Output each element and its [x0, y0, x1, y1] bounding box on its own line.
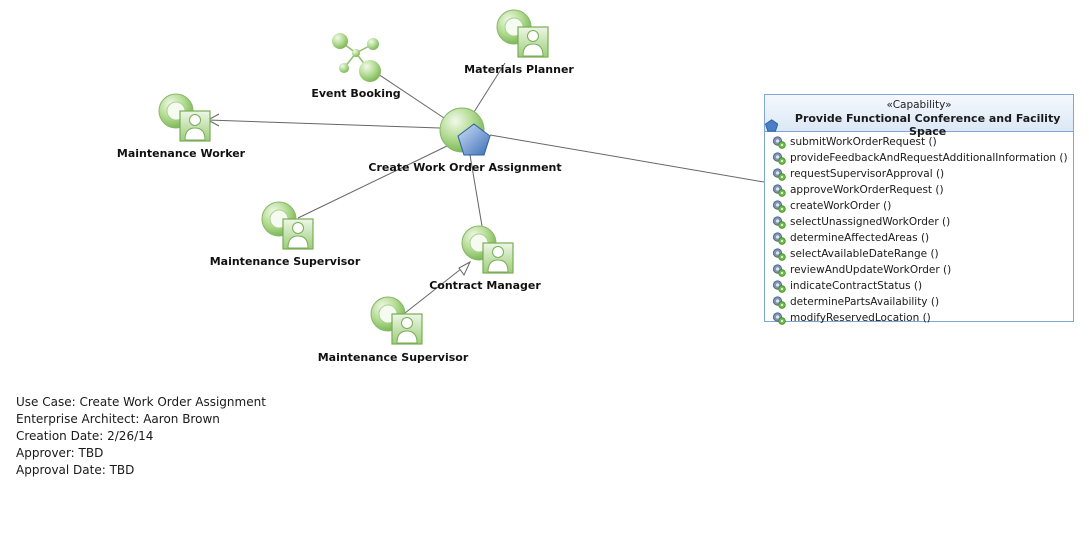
- contract-manager-icon: [461, 225, 514, 274]
- operation-item[interactable]: provideFeedbackAndRequestAdditionalInfor…: [772, 150, 1073, 166]
- operation-label: selectUnassignedWorkOrder (): [790, 216, 951, 228]
- operation-gear-icon: [772, 183, 786, 197]
- pentagon-icon: [457, 123, 491, 156]
- operation-item[interactable]: submitWorkOrderRequest (): [772, 134, 1073, 150]
- operation-label: indicateContractStatus (): [790, 280, 923, 292]
- edge-contract-manager: [469, 154, 483, 227]
- operation-label: determineAffectedAreas (): [790, 232, 930, 244]
- operation-item[interactable]: requestSupervisorApproval (): [772, 166, 1073, 182]
- diagram-info: Use Case: Create Work Order Assignment E…: [16, 394, 266, 479]
- operation-label: requestSupervisorApproval (): [790, 168, 945, 180]
- operation-item[interactable]: selectUnassignedWorkOrder (): [772, 214, 1073, 230]
- maintenance-supervisor-2-icon: [370, 296, 423, 345]
- info-creation-date: Creation Date: 2/26/14: [16, 429, 154, 443]
- operation-label: determinePartsAvailability (): [790, 296, 940, 308]
- operation-label: createWorkOrder (): [790, 200, 892, 212]
- event-booking-label: Event Booking: [311, 87, 401, 100]
- operation-gear-icon: [772, 167, 786, 181]
- generalization-line: [404, 264, 467, 314]
- edge-materials-planner: [473, 62, 506, 113]
- info-architect: Enterprise Architect: Aaron Brown: [16, 412, 220, 426]
- edge-capability: [489, 134, 765, 183]
- association-lines: [207, 62, 765, 314]
- operation-gear-icon: [772, 151, 786, 165]
- operation-gear-icon: [772, 135, 786, 149]
- event-booking-icon: [332, 33, 381, 82]
- edge-maintenance-supervisor-1: [297, 145, 448, 219]
- operation-gear-icon: [772, 263, 786, 277]
- capability-pentagon-icon: [765, 118, 779, 132]
- operation-item[interactable]: reviewAndUpdateWorkOrder (): [772, 262, 1073, 278]
- use-case-icon: [439, 107, 491, 156]
- operation-label: submitWorkOrderRequest (): [790, 136, 937, 148]
- capability-title: Provide Functional Conference and Facili…: [794, 112, 1061, 138]
- operation-item[interactable]: selectAvailableDateRange (): [772, 246, 1073, 262]
- operation-item[interactable]: createWorkOrder (): [772, 198, 1073, 214]
- contract-manager-label: Contract Manager: [429, 279, 541, 292]
- capability-title-row: Provide Functional Conference and Facili…: [765, 112, 1073, 138]
- materials-planner-icon: [496, 9, 549, 58]
- operation-label: modifyReservedLocation (): [790, 312, 931, 324]
- capability-header: «Capability» Provide Functional Conferen…: [765, 95, 1073, 138]
- maintenance-supervisor-2-label: Maintenance Supervisor: [317, 351, 469, 364]
- operation-label: reviewAndUpdateWorkOrder (): [790, 264, 952, 276]
- generalization-arrowhead: [458, 260, 472, 276]
- edge-event-booking: [371, 69, 445, 119]
- capability-stereotype: «Capability»: [886, 99, 952, 111]
- operation-gear-icon: [772, 279, 786, 293]
- materials-planner-label: Materials Planner: [464, 63, 574, 76]
- operation-label: provideFeedbackAndRequestAdditionalInfor…: [790, 152, 1068, 164]
- maintenance-supervisor-1-label: Maintenance Supervisor: [209, 255, 361, 268]
- operation-gear-icon: [772, 231, 786, 245]
- info-use-case: Use Case: Create Work Order Assignment: [16, 395, 266, 409]
- maintenance-worker-label: Maintenance Worker: [116, 147, 246, 160]
- operation-item[interactable]: indicateContractStatus (): [772, 278, 1073, 294]
- maintenance-supervisor-1-icon: [261, 201, 314, 250]
- operation-gear-icon: [772, 247, 786, 261]
- operations-list: submitWorkOrderRequest () provideFeedback…: [765, 132, 1073, 326]
- info-approval-date: Approval Date: TBD: [16, 463, 135, 477]
- edge-maintenance-worker: [207, 119, 441, 129]
- operation-label: selectAvailableDateRange (): [790, 248, 939, 260]
- operation-gear-icon: [772, 295, 786, 309]
- operation-gear-icon: [772, 215, 786, 229]
- operation-item[interactable]: approveWorkOrderRequest (): [772, 182, 1073, 198]
- operation-item[interactable]: determinePartsAvailability (): [772, 294, 1073, 310]
- use-case-label: Create Work Order Assignment: [368, 161, 562, 174]
- operation-item[interactable]: determineAffectedAreas (): [772, 230, 1073, 246]
- maintenance-worker-icon: [158, 93, 211, 142]
- operation-gear-icon: [772, 199, 786, 213]
- operation-gear-icon: [772, 311, 786, 325]
- info-approver: Approver: TBD: [16, 446, 104, 460]
- operation-item[interactable]: modifyReservedLocation (): [772, 310, 1073, 326]
- operation-label: approveWorkOrderRequest (): [790, 184, 944, 196]
- capability-box[interactable]: «Capability» Provide Functional Conferen…: [764, 94, 1074, 325]
